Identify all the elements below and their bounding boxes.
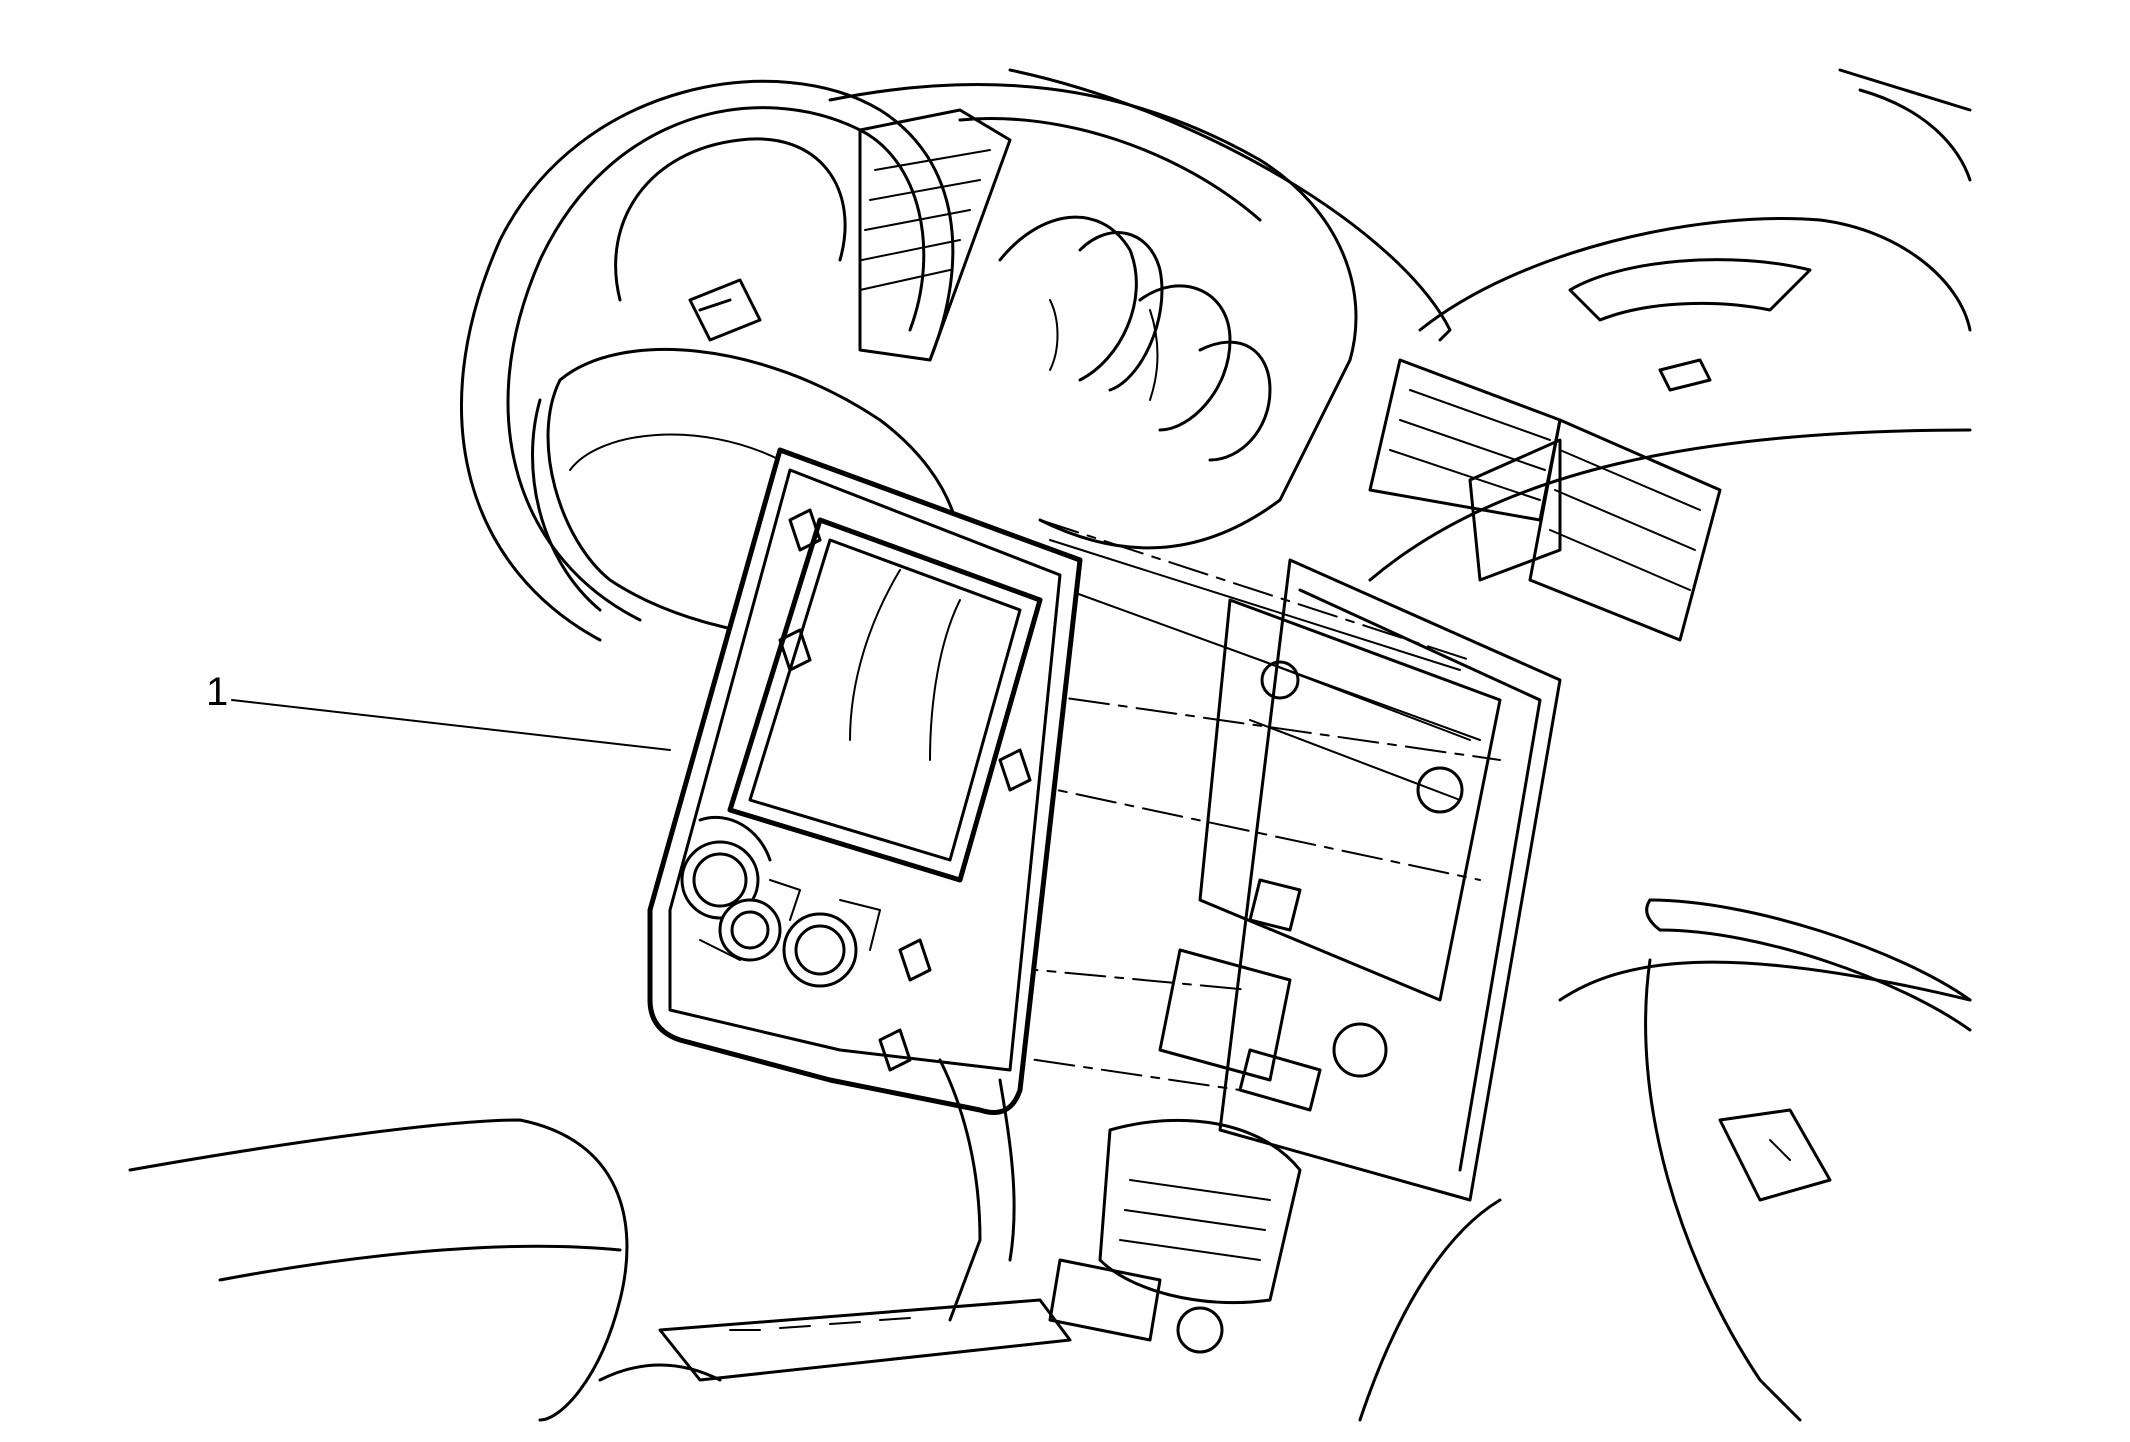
upper-dash bbox=[1008, 68, 1972, 582]
callout-leader-line bbox=[231, 699, 671, 751]
radio-control-panel bbox=[647, 447, 1083, 1115]
center-console bbox=[658, 1058, 1302, 1382]
center-air-vents bbox=[1368, 358, 1722, 642]
callout-label-1: 1 bbox=[206, 670, 229, 714]
center-stack-opening bbox=[1218, 558, 1562, 1202]
steering-wheel bbox=[460, 79, 955, 642]
left-air-vent bbox=[858, 108, 1012, 362]
passenger-dash bbox=[1358, 898, 1972, 1422]
instrument-cluster bbox=[828, 82, 1358, 550]
radio-receiver bbox=[1158, 598, 1502, 1112]
armrest bbox=[128, 1118, 722, 1422]
